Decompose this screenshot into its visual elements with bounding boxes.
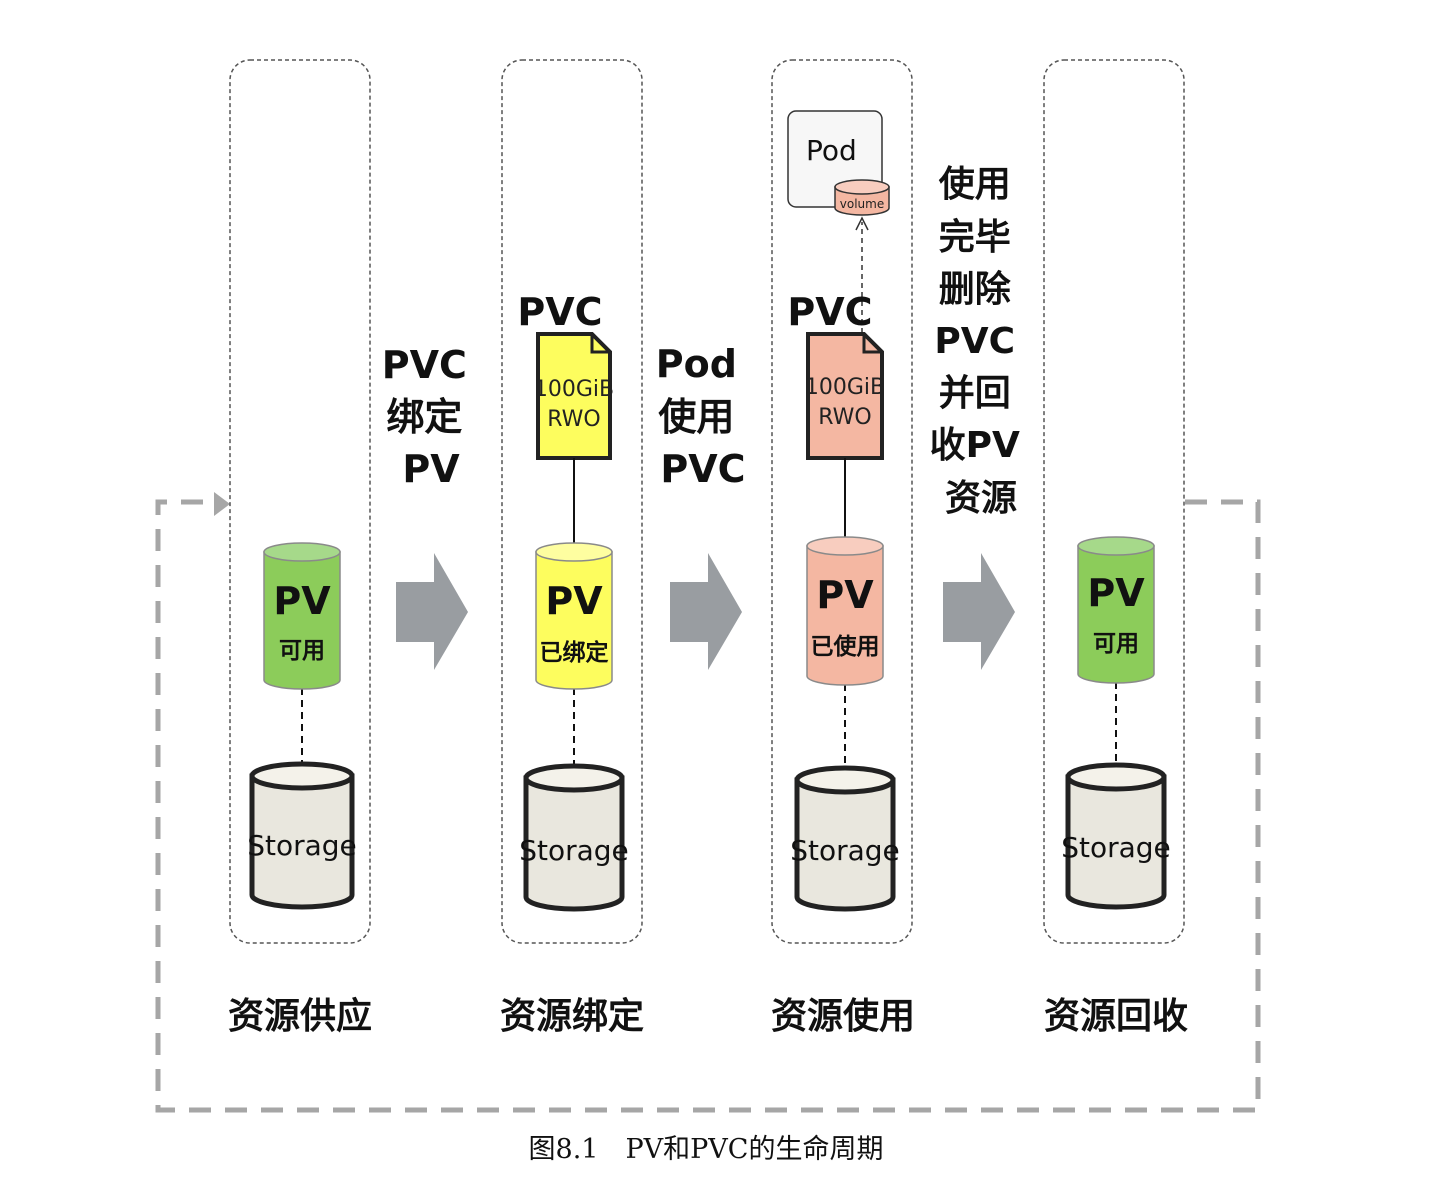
pv-state-1: 可用: [279, 638, 325, 664]
pvc-mode-3: RWO: [818, 405, 871, 430]
transition-arrow-3: [943, 553, 1015, 670]
pvc-size-3: 100GiB: [805, 375, 885, 400]
pv-state-4: 可用: [1093, 631, 1139, 657]
figure-caption: 图8.1 PV和PVC的生命周期: [529, 1134, 884, 1165]
pvc-mode-2: RWO: [547, 407, 600, 432]
transition-arrow-1: [396, 553, 468, 670]
storage-cylinder-1: [249, 761, 355, 910]
loop-arrowhead: [214, 492, 230, 516]
pv-cylinder-2: [535, 542, 613, 690]
storage-label-1: Storage: [247, 829, 357, 862]
stage-frame-provision: [229, 59, 371, 944]
pv-cylinder-4: [1077, 536, 1155, 684]
volume-label: volume: [840, 197, 884, 211]
transition-label-1: PVC 绑定 PV: [382, 343, 480, 491]
pv-title-2: PV: [545, 579, 603, 623]
stage-frame-reclaim: [1043, 59, 1185, 944]
transition-label-3: 使用 完毕 删除 PVC 并回 收PV 资源: [930, 164, 1033, 519]
volume-link-arrowhead: [855, 216, 869, 231]
pvc-size-2: 100GiB: [534, 377, 614, 402]
storage-label-4: Storage: [1061, 831, 1171, 864]
pv-cylinder-1: [263, 542, 341, 690]
volume-cylinder: [834, 179, 890, 216]
pvc-document-2: [536, 332, 612, 460]
storage-cylinder-3: [794, 765, 896, 912]
storage-label-3: Storage: [790, 834, 900, 867]
pv-state-3: 已使用: [811, 634, 880, 660]
stage-label-reclaim: 资源回收: [1044, 996, 1188, 1037]
pv-state-2: 已绑定: [540, 639, 609, 666]
transition-label-2: Pod 使用 PVC: [656, 342, 750, 491]
storage-label-2: Storage: [519, 834, 629, 867]
stage-frame-using: [771, 59, 913, 944]
stage-label-binding: 资源绑定: [500, 996, 644, 1037]
pv-title-3: PV: [816, 573, 874, 617]
pvc-document-3: [806, 332, 884, 460]
stage-frame-binding: [501, 59, 643, 944]
pvc-title-3: PVC: [787, 290, 872, 334]
lifecycle-loop: [155, 499, 1261, 1113]
transition-arrow-2: [670, 553, 742, 670]
pod-label: Pod: [806, 134, 857, 167]
pv-title-4: PV: [1087, 571, 1145, 615]
storage-cylinder-2: [523, 763, 625, 912]
stage-label-provision: 资源供应: [228, 996, 372, 1037]
pv-cylinder-3: [806, 536, 884, 686]
pvc-title-2: PVC: [517, 290, 602, 334]
storage-cylinder-4: [1065, 762, 1167, 910]
stage-label-using: 资源使用: [771, 996, 915, 1037]
pv-title-1: PV: [273, 579, 331, 623]
